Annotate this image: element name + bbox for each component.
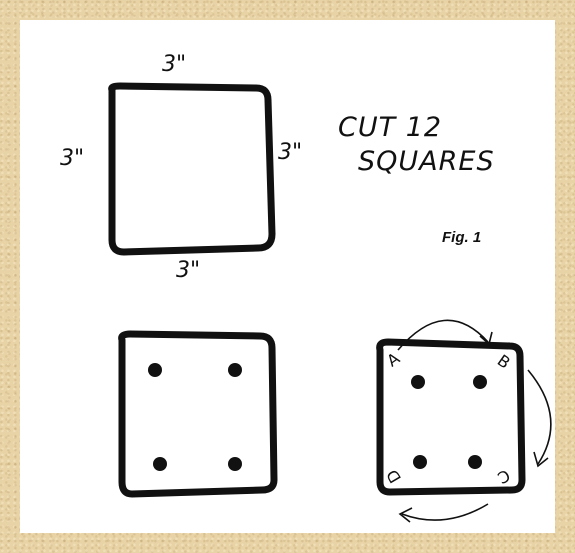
dot-top-right-2 (473, 375, 487, 389)
dot-top-left (148, 363, 162, 377)
dot-top-left-2 (411, 375, 425, 389)
dot-bottom-right-2 (468, 455, 482, 469)
arrow-c-to-d (402, 504, 488, 520)
dimension-bottom-label: 3" (176, 260, 200, 282)
square-with-dots-left (122, 334, 274, 494)
dot-bottom-left (153, 457, 167, 471)
dot-top-right (228, 363, 242, 377)
figure-label: Fig. 1 (442, 230, 481, 245)
dot-bottom-right (228, 457, 242, 471)
dimension-top-label: 3" (162, 54, 186, 76)
dimension-right-label: 3" (278, 142, 302, 164)
square-outline-large (112, 86, 272, 252)
dimension-left-label: 3" (60, 148, 84, 170)
instruction-line-2: SQUARES (358, 148, 495, 175)
diagram-panel: 3" 3" 3" 3" CUT 12 SQUARES Fig. 1 A B C … (20, 20, 555, 533)
dot-bottom-left-2 (413, 455, 427, 469)
instruction-line-1: CUT 12 (338, 114, 442, 141)
arrow-b-to-c (528, 370, 551, 464)
diagram-drawing (20, 20, 555, 533)
